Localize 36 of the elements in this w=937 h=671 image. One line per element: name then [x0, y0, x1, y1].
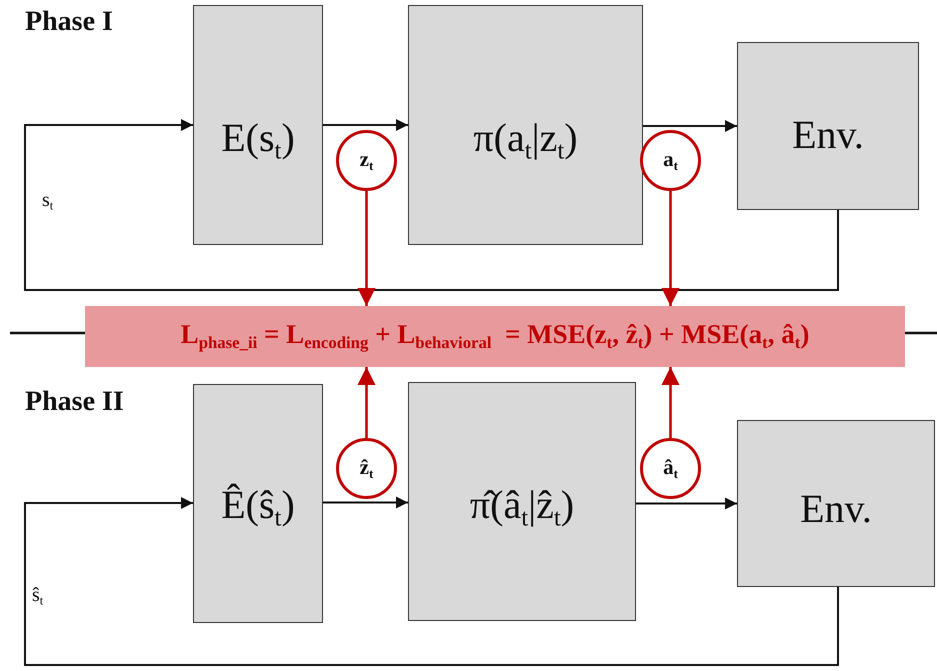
process-box: [193, 5, 323, 245]
flow-arrow: [636, 498, 737, 510]
loss-arrow: [358, 367, 376, 438]
variable-circle: [640, 438, 701, 499]
loss-arrow: [662, 367, 680, 438]
math-label: E(s$_{t}$): [221, 118, 295, 164]
loss-formula-band: [85, 306, 905, 367]
process-box: [408, 382, 636, 621]
math-label: π(a$_{t}$|z$_{t}$): [473, 118, 578, 164]
math-label: z$_{t}$: [360, 149, 374, 172]
flow-arrow: [24, 497, 839, 666]
variable-circle: [640, 130, 701, 191]
flow-arrow: [643, 120, 737, 132]
math-label: a$_{t}$: [663, 149, 678, 172]
phase-heading: Phase I: [25, 8, 113, 36]
process-box: [737, 420, 935, 587]
math-label: â$_{t}$: [663, 457, 678, 480]
process-box: [408, 5, 643, 245]
process-box: [193, 384, 323, 623]
math-label: Env.: [800, 489, 872, 529]
phase-heading: Phase II: [25, 388, 124, 416]
edge-label: ŝ$_{t}$: [32, 585, 44, 608]
process-box: [737, 42, 919, 210]
flow-arrow: [323, 119, 408, 131]
loss-arrow: [662, 191, 680, 306]
math-label: π̂(â$_{t}$|ẑ$_{t}$): [470, 485, 574, 532]
flow-arrow: [24, 119, 839, 291]
loss-formula: L$_{phase_ii}$ = L$_{encoding}$ + L$_{behavioral}$ = MSE(z$_{t}$, ẑ$_{t}$) + MSE(a$_{t}$, â$_{t}$): [180, 321, 810, 352]
loss-arrow: [358, 191, 376, 306]
math-label: ẑ$_{t}$: [360, 457, 374, 480]
flow-arrow: [323, 496, 408, 508]
math-label: Ê(ŝ$_{t}$): [221, 485, 295, 532]
math-label: Env.: [792, 115, 864, 155]
variable-circle: [336, 130, 397, 191]
variable-circle: [336, 438, 397, 499]
edge-label: s$_{t}$: [42, 190, 54, 212]
